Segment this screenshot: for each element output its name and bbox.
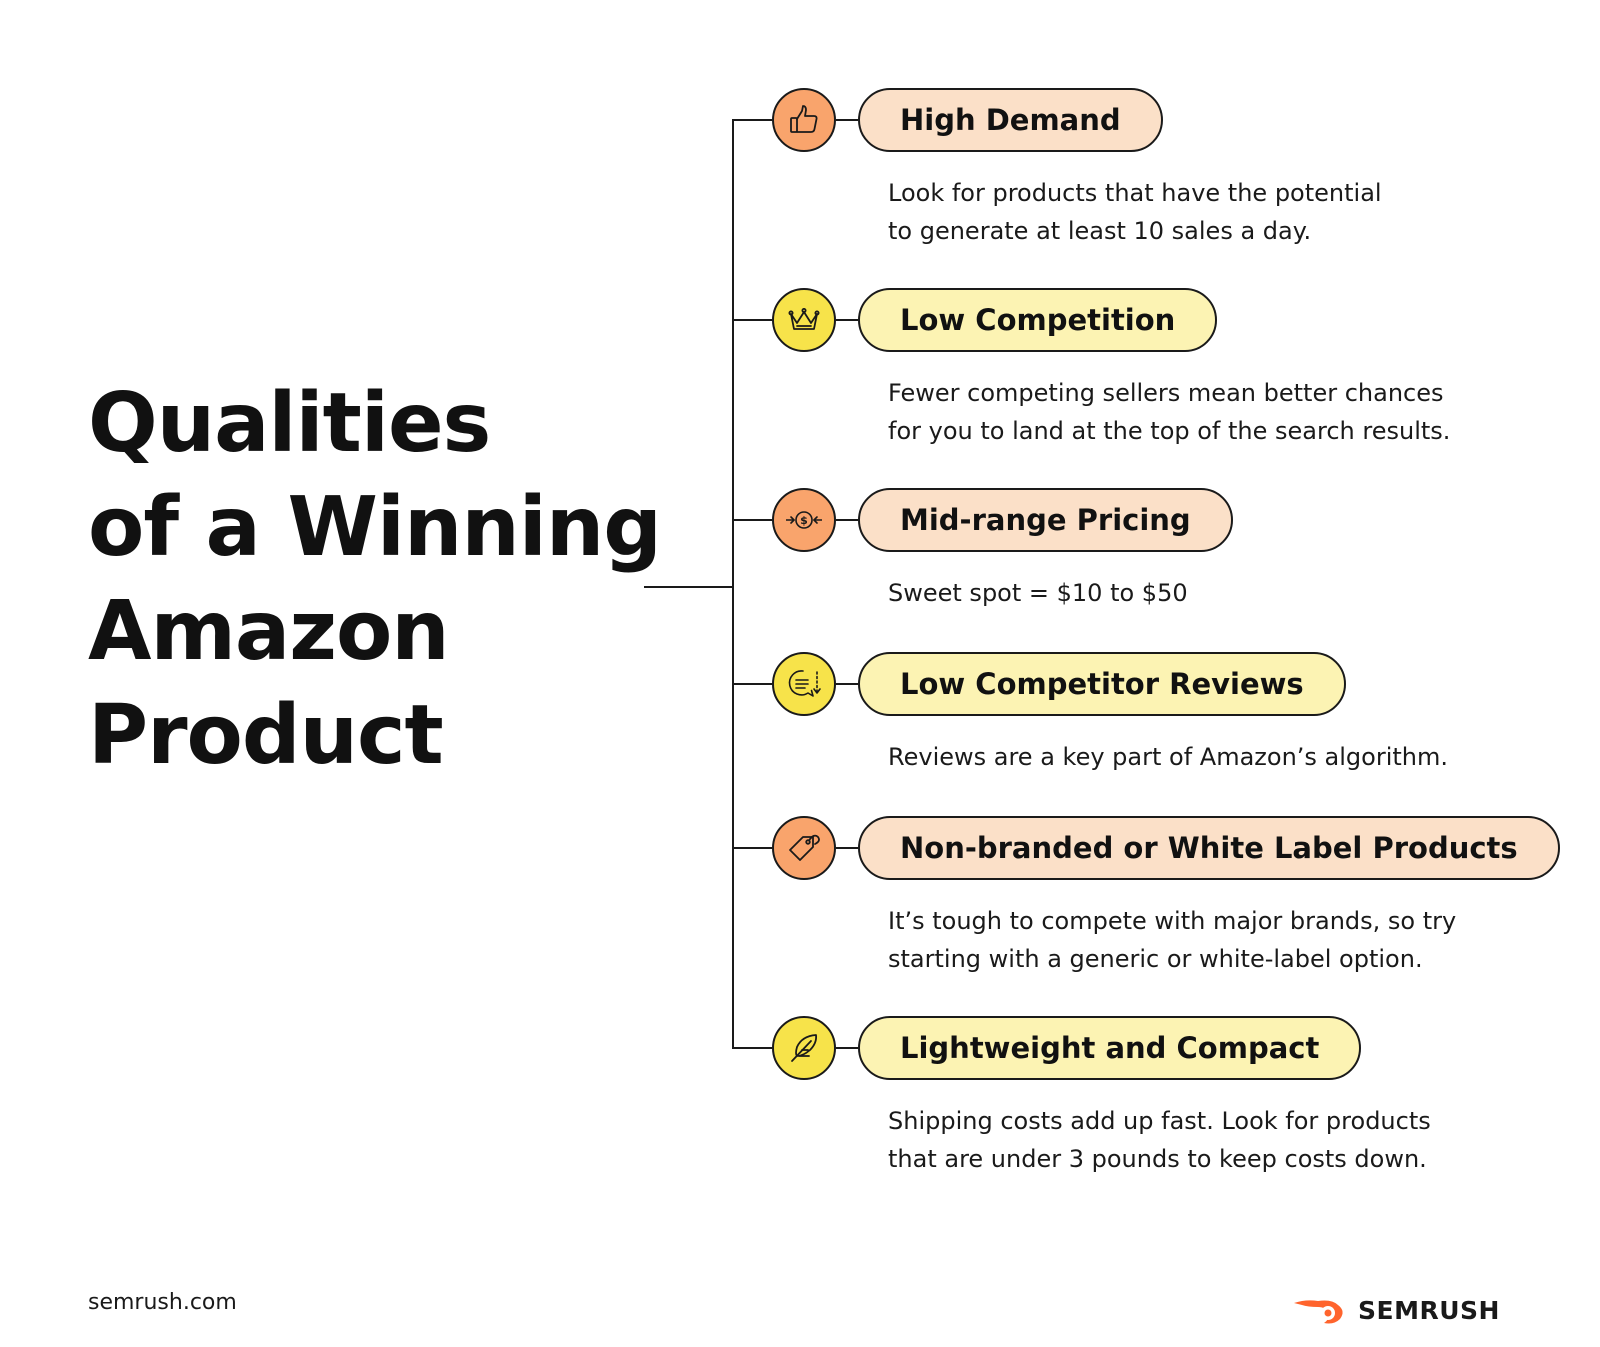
description-line: Reviews are a key part of Amazon’s algor… xyxy=(888,743,1449,771)
brand-logo: SEMRUSH xyxy=(1292,1290,1500,1330)
item-connector xyxy=(732,319,772,321)
quality-label: Low Competitor Reviews xyxy=(900,667,1304,701)
quality-label: Lightweight and Compact xyxy=(900,1031,1320,1065)
quality-label-pill: Lightweight and Compact xyxy=(858,1016,1362,1080)
review-bubble-icon xyxy=(772,652,836,716)
item-connector xyxy=(732,847,772,849)
quality-label-pill: Non-branded or White Label Products xyxy=(858,816,1560,880)
footer-url: semrush.com xyxy=(88,1290,237,1315)
icon-link-line xyxy=(836,1047,858,1049)
description-line: Look for products that have the potentia… xyxy=(888,179,1382,207)
price-tag-icon xyxy=(772,816,836,880)
title-line-3: Amazon xyxy=(88,584,450,679)
quality-description: Fewer competing sellers mean better chan… xyxy=(888,374,1528,450)
title-branch-line xyxy=(644,586,734,588)
item-connector xyxy=(732,519,772,521)
icon-link-line xyxy=(836,847,858,849)
icon-link-line xyxy=(836,119,858,121)
title-line-4: Product xyxy=(88,688,444,783)
description-line: Shipping costs add up fast. Look for pro… xyxy=(888,1107,1431,1135)
quality-description: It’s tough to compete with major brands,… xyxy=(888,902,1528,978)
description-line: It’s tough to compete with major brands,… xyxy=(888,907,1457,935)
quality-label: Non-branded or White Label Products xyxy=(900,831,1518,865)
description-line: to generate at least 10 sales a day. xyxy=(888,217,1312,245)
icon-link-line xyxy=(836,519,858,521)
quality-description: Look for products that have the potentia… xyxy=(888,174,1528,250)
quality-label-pill: Low Competitor Reviews xyxy=(858,652,1346,716)
title-line-1: Qualities xyxy=(88,376,491,471)
page-title: Qualities of a Winning Amazon Product xyxy=(88,372,662,788)
feather-icon xyxy=(772,1016,836,1080)
price-range-icon: $ xyxy=(772,488,836,552)
dollar-sign: $ xyxy=(800,514,808,527)
quality-label: High Demand xyxy=(900,103,1121,137)
quality-description: Reviews are a key part of Amazon’s algor… xyxy=(888,738,1528,776)
quality-label-pill: High Demand xyxy=(858,88,1163,152)
description-line: that are under 3 pounds to keep costs do… xyxy=(888,1145,1427,1173)
semrush-flame-icon xyxy=(1294,1300,1343,1324)
description-line: Fewer competing sellers mean better chan… xyxy=(888,379,1444,407)
item-connector xyxy=(732,1047,772,1049)
icon-link-line xyxy=(836,319,858,321)
item-connector xyxy=(732,683,772,685)
quality-description: Sweet spot = $10 to $50 xyxy=(888,574,1528,612)
brand-name: SEMRUSH xyxy=(1358,1295,1500,1325)
crown-icon xyxy=(772,288,836,352)
title-line-2: of a Winning xyxy=(88,480,662,575)
item-connector xyxy=(732,119,772,121)
icon-link-line xyxy=(836,683,858,685)
quality-label: Mid-range Pricing xyxy=(900,503,1191,537)
description-line: for you to land at the top of the search… xyxy=(888,417,1451,445)
tree-trunk-line xyxy=(732,120,734,1049)
description-line: Sweet spot = $10 to $50 xyxy=(888,579,1188,607)
quality-label-pill: Low Competition xyxy=(858,288,1218,352)
quality-label-pill: Mid-range Pricing xyxy=(858,488,1233,552)
description-line: starting with a generic or white-label o… xyxy=(888,945,1423,973)
quality-label: Low Competition xyxy=(900,303,1176,337)
quality-description: Shipping costs add up fast. Look for pro… xyxy=(888,1102,1528,1178)
thumbs-up-icon xyxy=(772,88,836,152)
